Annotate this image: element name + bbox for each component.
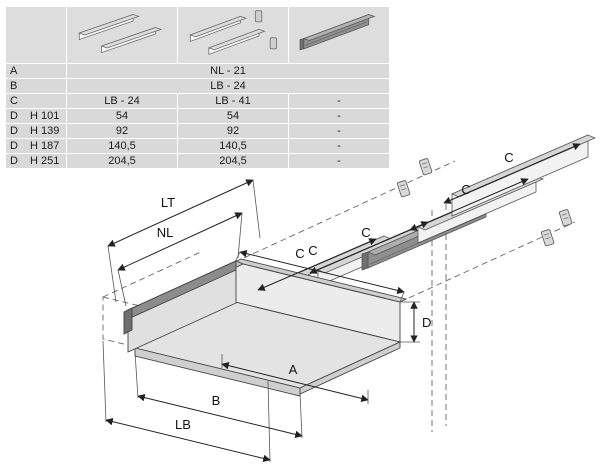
- row-label: D H 187: [5, 138, 67, 154]
- dim-label-a: A: [289, 362, 298, 377]
- drawer-rails-icon: [78, 13, 163, 53]
- dim-label-lt: LT: [161, 195, 175, 210]
- row-label-text: D: [10, 110, 18, 122]
- row-label: D H 139: [5, 123, 67, 139]
- row-value: NL - 21: [66, 63, 390, 79]
- table-row-d-h187: D H 187 140,5 140,5 -: [5, 138, 390, 154]
- cell: 92: [177, 123, 289, 139]
- bracket-icon: [396, 180, 411, 198]
- header-empty-cell: [5, 6, 67, 64]
- dim-line-nl: [117, 212, 243, 271]
- cell: -: [288, 153, 390, 169]
- rails-with-brackets-icon: [189, 9, 278, 55]
- dim-label-lb: LB: [175, 417, 191, 432]
- cell: 204,5: [177, 153, 289, 169]
- dim-label-c-drawer: C: [295, 246, 304, 261]
- row-label: D H 101: [5, 108, 67, 124]
- row-label-text: D: [10, 155, 18, 167]
- dim-label-nl: NL: [157, 225, 174, 240]
- row-label: D H 251: [5, 153, 67, 169]
- dimension-lines: [105, 143, 581, 463]
- table-row-c: C LB - 24 LB - 41 -: [5, 93, 390, 109]
- row-label: B: [5, 78, 67, 94]
- cell: -: [288, 138, 390, 154]
- dim-line-c4: [443, 143, 581, 204]
- table-header-row: [5, 6, 390, 64]
- row-sublabel: H 251: [29, 155, 60, 167]
- header-col-2: [177, 6, 289, 64]
- row-sublabel: H 101: [29, 110, 60, 122]
- railing-front-cap: [123, 307, 133, 335]
- cell: 204,5: [66, 153, 178, 169]
- dim-label-c2: C: [361, 225, 370, 240]
- cell: LB - 24: [66, 93, 178, 109]
- cell: 140,5: [177, 138, 289, 154]
- table-row-d-h251: D H 251 204,5 204,5 -: [5, 153, 390, 169]
- row-label: C: [5, 93, 67, 109]
- row-label-text: A: [10, 65, 18, 77]
- table-row-d-h101: D H 101 54 54 -: [5, 108, 390, 124]
- dim-line-a: [221, 361, 369, 403]
- cell: -: [288, 93, 390, 109]
- dimension-labels: LT NL C A B LB D C C C C: [157, 150, 514, 432]
- row-sublabel: H 187: [29, 140, 60, 152]
- cell: LB - 41: [177, 93, 289, 109]
- cell: -: [288, 108, 390, 124]
- bracket-icon: [254, 9, 263, 22]
- table-row-a: A NL - 21: [5, 63, 390, 79]
- dim-line-lb: [105, 417, 271, 463]
- dim-line-c2: [309, 221, 429, 274]
- assembled-side-icon: [299, 13, 376, 50]
- row-value: LB - 24: [66, 78, 390, 94]
- row-label: A: [5, 63, 67, 79]
- row-sublabel: H 139: [29, 125, 60, 137]
- cell: 140,5: [66, 138, 178, 154]
- header-col-1: [66, 6, 178, 64]
- dim-line-b: [137, 393, 303, 439]
- spec-table: A NL - 21 B LB - 24 C LB - 24 LB - 41 - …: [5, 6, 390, 169]
- row-label-text: D: [10, 125, 18, 137]
- table-row-b: B LB - 24: [5, 78, 390, 94]
- drawer-body: [123, 258, 408, 397]
- dim-line-lt: [107, 179, 254, 247]
- header-col-3: [288, 6, 390, 64]
- bracket-icon: [418, 158, 433, 176]
- dim-label-b: B: [212, 393, 221, 408]
- dim-label-c1: C: [308, 243, 317, 258]
- cell: 54: [66, 108, 178, 124]
- dim-label-c3: C: [461, 182, 470, 197]
- dim-label-d: D: [422, 315, 431, 330]
- row-label-text: D: [10, 140, 18, 152]
- cell: 54: [177, 108, 289, 124]
- bracket-icon: [540, 229, 555, 247]
- bracket-icon: [558, 209, 573, 227]
- table-row-d-h139: D H 139 92 92 -: [5, 123, 390, 139]
- row-label-text: B: [10, 80, 18, 92]
- bracket-icon: [269, 36, 278, 49]
- cell: 92: [66, 123, 178, 139]
- dim-label-c4: C: [504, 150, 513, 165]
- cell: -: [288, 123, 390, 139]
- row-label-text: C: [10, 95, 18, 107]
